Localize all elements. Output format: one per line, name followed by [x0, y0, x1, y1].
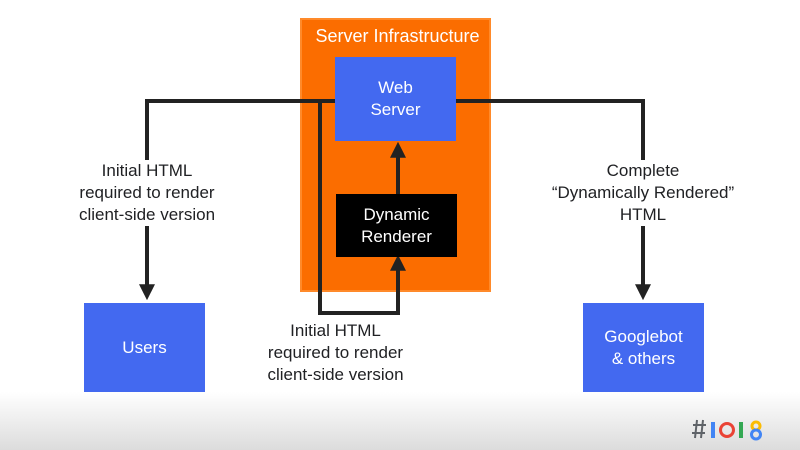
footer-band [0, 392, 800, 450]
googlebot-node: Googlebot & others [583, 303, 704, 392]
dynamic-renderer-label: Dynamic Renderer [361, 204, 432, 246]
server-infrastructure-title: Server Infrastructure [315, 26, 480, 46]
users-label: Users [122, 337, 167, 357]
edge-label-to-renderer: Initial HTML required to render client-s… [267, 321, 404, 384]
web-server-node: Web Server [335, 57, 456, 141]
edge-label-to-users: Initial HTML required to render client-s… [72, 160, 222, 226]
edge-webserver-to-googlebot [455, 99, 651, 301]
hash-icon [692, 419, 706, 439]
io18-logo [692, 419, 762, 441]
users-node: Users [84, 303, 205, 392]
edge-webserver-to-renderer [318, 101, 406, 315]
dynamic-renderer-node: Dynamic Renderer [336, 194, 457, 257]
googlebot-label: Googlebot & others [604, 326, 683, 368]
edge-label-to-googlebot: Complete “Dynamically Rendered” HTML [543, 160, 743, 226]
web-server-label: Web Server [370, 78, 421, 119]
edge-webserver-to-users [139, 99, 335, 301]
